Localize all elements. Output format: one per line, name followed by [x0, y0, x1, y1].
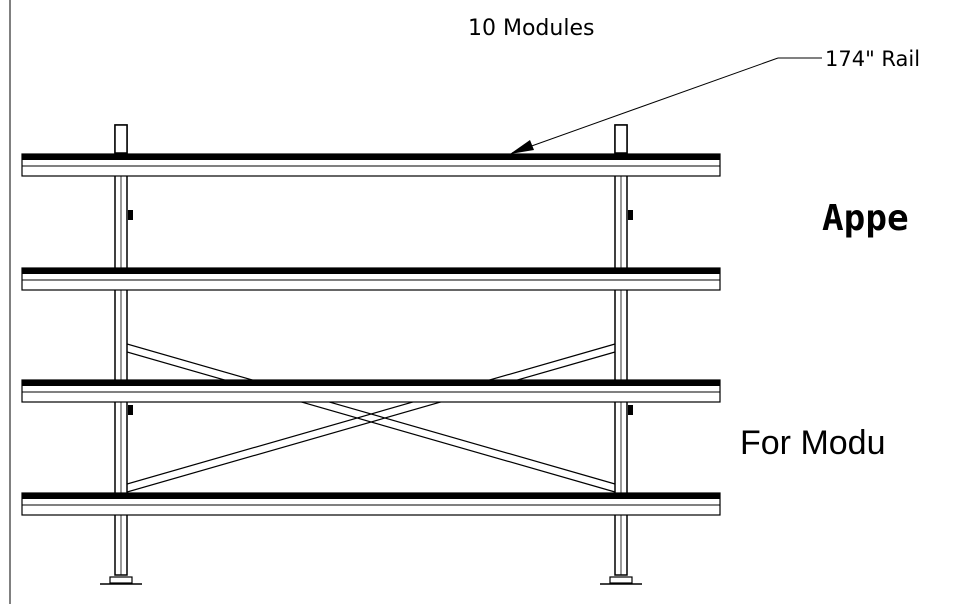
module-heading-fragment: For Modu: [740, 424, 886, 462]
left-post: [100, 124, 142, 585]
rail-callout-label: 174" Rail: [825, 47, 920, 71]
rail-4: [21, 492, 721, 516]
appendix-heading-fragment: Appe: [822, 198, 909, 239]
rail-2: [21, 267, 721, 291]
right-post-cap: [614, 124, 628, 154]
rail-callout-leader: [511, 57, 822, 154]
right-post: [600, 124, 642, 585]
callout-arrowhead: [510, 140, 534, 154]
rail-3: [21, 379, 721, 403]
module-count-label: 10 Modules: [468, 16, 594, 41]
rail-1: [21, 153, 721, 177]
left-post-cap: [114, 124, 128, 154]
cross-brace: [126, 343, 616, 493]
